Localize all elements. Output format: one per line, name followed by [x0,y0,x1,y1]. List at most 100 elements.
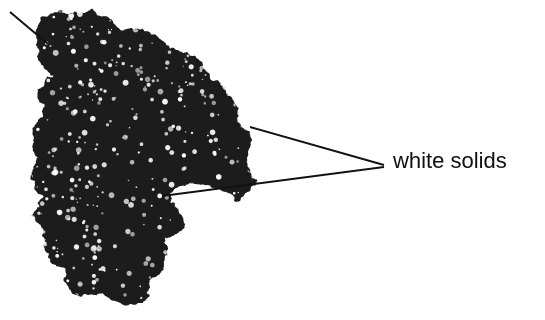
white-solid-speck [242,92,245,95]
white-solid-speck [135,68,140,73]
white-solid-speck [123,80,129,86]
white-solid-speck [91,264,93,266]
white-solid-speck [109,192,115,198]
white-solid-speck [193,204,198,209]
white-solid-speck [68,13,74,19]
white-solid-speck [109,20,111,22]
white-solid-speck [249,198,254,203]
white-solid-speck [214,63,216,65]
white-solid-speck [40,104,44,108]
white-solid-speck [162,30,165,33]
white-solid-speck [133,116,138,121]
white-solid-speck [44,188,48,192]
white-solid-speck [112,147,116,151]
white-solid-speck [236,160,239,163]
white-solid-speck [56,240,58,242]
white-solid-speck [235,29,239,33]
white-solid-speck [174,9,178,13]
white-solid-speck [53,287,57,291]
white-solid-speck [91,26,93,28]
white-solid-speck [178,97,182,101]
white-solid-speck [139,48,142,51]
leader-line-upper [250,127,384,165]
white-solid-speck [128,13,134,19]
white-solid-speck [220,38,226,44]
white-solid-speck [79,197,81,199]
white-solid-speck [35,244,37,246]
white-solid-speck [184,58,186,60]
white-solid-speck [111,59,113,61]
white-solid-speck [81,83,84,86]
white-solid-speck [198,243,203,248]
white-solid-speck [77,202,78,203]
white-solid-speck [220,54,222,56]
white-solid-speck [97,239,101,243]
white-solid-speck [37,186,38,187]
white-solid-speck [238,233,240,235]
particle-body [32,11,254,307]
white-solid-speck [181,21,183,23]
white-solid-speck [119,44,123,48]
white-solid-speck [248,42,253,47]
white-solid-speck [182,279,185,282]
white-solid-speck [47,165,51,169]
white-solid-speck [114,71,119,76]
white-solid-speck [94,167,96,169]
white-solid-speck [149,276,151,278]
white-solid-speck [202,271,205,274]
white-solid-speck [151,42,153,44]
white-solid-speck [183,140,186,143]
white-solid-speck [163,178,168,183]
white-solid-speck [47,119,49,121]
white-solid-speck [169,182,175,188]
white-solid-speck [92,274,96,278]
white-solid-speck [199,69,202,72]
white-solid-speck [97,174,100,177]
white-solid-speck [165,12,168,15]
white-solid-speck [249,42,253,46]
white-solid-speck [166,24,172,30]
white-solid-speck [185,60,188,63]
white-solid-speck [152,79,155,82]
white-solid-speck [52,155,54,157]
white-solid-speck [94,251,96,253]
white-solid-speck [53,16,56,19]
white-solid-speck [41,294,43,296]
white-solid-speck [204,221,209,226]
white-solid-speck [129,47,131,49]
white-solid-speck [36,243,38,245]
white-solid-speck [97,101,101,105]
white-solid-speck [138,151,140,153]
white-solid-speck [139,285,141,287]
white-solid-speck [51,171,55,175]
white-solid-speck [96,32,99,35]
white-solid-speck [254,202,259,207]
white-solid-speck [106,123,109,126]
white-solid-speck [68,140,70,142]
white-solid-speck [163,250,167,254]
white-solid-speck [102,162,107,167]
white-solid-speck [187,55,190,58]
white-solid-speck [89,79,92,82]
white-solid-speck [192,149,197,154]
white-solid-speck [230,160,235,165]
white-solid-speck [113,244,117,248]
white-solid-speck [37,247,39,249]
white-solid-speck [58,100,64,106]
white-solid-speck [32,262,35,265]
white-solid-speck [160,110,164,114]
white-solid-speck [156,79,159,82]
white-solid-speck [165,145,170,150]
white-solid-speck [137,73,140,76]
white-solid-speck [49,45,51,47]
white-solid-speck [179,285,183,289]
white-solid-speck [155,13,158,16]
white-solid-speck [93,225,98,230]
white-solid-speck [57,211,59,213]
white-solid-speck [253,14,256,17]
white-solid-speck [210,63,214,67]
white-solid-speck [62,196,65,199]
white-solid-speck [231,205,234,208]
white-solid-speck [184,44,188,48]
white-solid-speck [125,229,130,234]
